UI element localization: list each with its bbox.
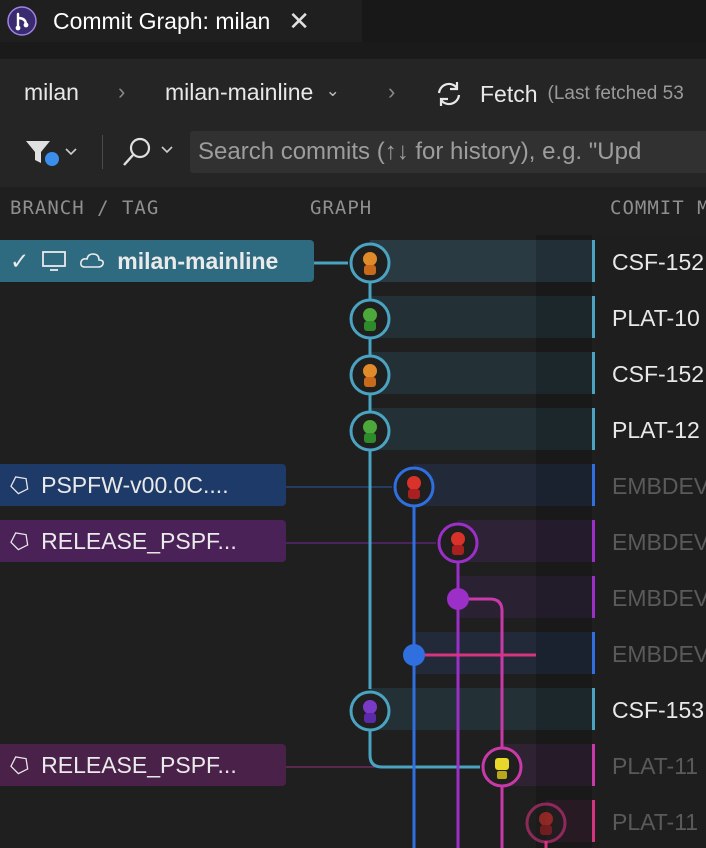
row-color-bar bbox=[592, 632, 595, 674]
row-highlight bbox=[414, 464, 592, 506]
tab-bar: Commit Graph: milan ✕ bbox=[0, 0, 706, 42]
gitlens-icon bbox=[7, 6, 37, 36]
search-mode-button[interactable] bbox=[120, 135, 180, 169]
branch-line bbox=[368, 731, 480, 769]
row-color-bar bbox=[592, 408, 595, 450]
tab-title: Commit Graph: milan bbox=[53, 7, 271, 34]
branch-badge[interactable]: ✓ milan-mainline bbox=[0, 240, 314, 282]
fetch-status: (Last fetched 53 bbox=[547, 83, 684, 104]
row-highlight bbox=[370, 240, 592, 282]
commit-node[interactable] bbox=[437, 522, 479, 564]
column-graph[interactable]: GRAPH bbox=[310, 197, 373, 219]
row-color-bar bbox=[592, 800, 595, 842]
tag-label: RELEASE_PSPF... bbox=[41, 751, 237, 778]
graph-overflow-shade bbox=[536, 235, 592, 848]
search-input[interactable]: Search commits (↑↓ for history), e.g. "U… bbox=[190, 131, 706, 173]
row-color-bar bbox=[592, 744, 595, 786]
filter-button[interactable] bbox=[24, 137, 84, 167]
refresh-icon bbox=[437, 82, 461, 106]
tag-icon: ⬠ bbox=[4, 749, 36, 781]
tag-badge[interactable]: ⬠ RELEASE_PSPF... bbox=[0, 520, 286, 562]
commit-graph bbox=[286, 242, 567, 848]
commit-node[interactable] bbox=[349, 242, 391, 284]
column-headers: BRANCH / TAG GRAPH COMMIT M bbox=[0, 187, 706, 229]
tab-separator bbox=[0, 42, 706, 59]
repo-selector[interactable]: milan bbox=[24, 79, 79, 105]
commit-message[interactable]: PLAT-11 bbox=[612, 809, 699, 835]
branch-name: milan-mainline bbox=[165, 79, 314, 105]
fetch-label: Fetch bbox=[480, 80, 538, 107]
commit-message[interactable]: EMBDEV bbox=[612, 641, 706, 667]
row-highlight bbox=[458, 520, 592, 562]
column-commit-message[interactable]: COMMIT M bbox=[610, 197, 706, 219]
row-color-bar bbox=[592, 352, 595, 394]
column-branch-tag[interactable]: BRANCH / TAG bbox=[10, 197, 160, 219]
search-icon bbox=[123, 137, 173, 166]
tag-badge[interactable]: ⬠ RELEASE_PSPF... bbox=[0, 744, 286, 786]
chevron-right-icon: › bbox=[118, 79, 126, 104]
fetch-button[interactable]: Fetch (Last fetched 53 bbox=[433, 79, 684, 109]
cloud-icon bbox=[80, 253, 105, 268]
commit-node[interactable] bbox=[349, 690, 391, 732]
row-highlight bbox=[370, 296, 592, 338]
tag-icon: ⬠ bbox=[4, 525, 36, 557]
commit-node[interactable] bbox=[525, 802, 567, 844]
row-highlight bbox=[370, 408, 592, 450]
commit-node[interactable] bbox=[349, 410, 391, 452]
row-highlight bbox=[370, 352, 592, 394]
graph-header: milan › milan-mainline ⌄ › Fetch (Last f… bbox=[0, 59, 706, 187]
row-color-bar bbox=[592, 240, 595, 282]
commit-message[interactable]: CSF-152 bbox=[612, 361, 705, 387]
editor-tab[interactable]: Commit Graph: milan ✕ bbox=[0, 0, 362, 42]
row-color-bar bbox=[592, 688, 595, 730]
branch-line bbox=[458, 597, 504, 848]
checkmark-icon: ✓ bbox=[10, 247, 30, 274]
commit-message[interactable]: EMBDEV bbox=[612, 529, 706, 555]
tag-icon: ⬠ bbox=[4, 469, 36, 501]
filter-icon bbox=[26, 141, 77, 166]
commit-message[interactable]: CSF-153 bbox=[612, 697, 705, 723]
chevron-right-icon: › bbox=[388, 79, 396, 104]
commit-node[interactable] bbox=[349, 354, 391, 396]
commit-message[interactable]: CSF-152 bbox=[612, 249, 705, 275]
commit-message[interactable]: PLAT-11 bbox=[612, 753, 699, 779]
merge-node[interactable] bbox=[447, 588, 469, 610]
commit-node[interactable] bbox=[393, 466, 435, 508]
row-highlight bbox=[458, 576, 592, 618]
branch-label: milan-mainline bbox=[117, 247, 279, 274]
toolbar-divider bbox=[102, 135, 103, 169]
commit-rows: ✓ milan-mainline ⬠ PSPFW-v00.0C.... ⬠ RE… bbox=[0, 235, 706, 848]
commit-node[interactable] bbox=[349, 298, 391, 340]
row-color-bar bbox=[592, 520, 595, 562]
merge-node[interactable] bbox=[403, 644, 425, 666]
local-computer-icon bbox=[42, 251, 67, 271]
commit-message[interactable]: EMBDEV bbox=[612, 585, 706, 611]
row-color-bar bbox=[592, 464, 595, 506]
row-color-bar bbox=[592, 576, 595, 618]
commit-message[interactable]: PLAT-10 bbox=[612, 305, 700, 331]
close-icon[interactable]: ✕ bbox=[288, 5, 311, 36]
row-color-bar bbox=[592, 296, 595, 338]
message-column-bg bbox=[595, 235, 706, 848]
chevron-down-icon: ⌄ bbox=[325, 81, 340, 100]
search-row: Search commits (↑↓ for history), e.g. "U… bbox=[0, 127, 706, 177]
tag-label: RELEASE_PSPF... bbox=[41, 527, 237, 554]
commit-message[interactable]: PLAT-12 bbox=[612, 417, 700, 443]
branch-selector[interactable]: milan-mainline ⌄ bbox=[165, 79, 340, 106]
commit-node[interactable] bbox=[481, 746, 523, 788]
tag-badge[interactable]: ⬠ PSPFW-v00.0C.... bbox=[0, 464, 286, 506]
breadcrumb: milan › milan-mainline ⌄ › Fetch (Last f… bbox=[0, 59, 706, 127]
row-highlight bbox=[370, 688, 592, 730]
tag-label: PSPFW-v00.0C.... bbox=[41, 471, 229, 498]
commit-message[interactable]: EMBDEV bbox=[612, 473, 706, 499]
